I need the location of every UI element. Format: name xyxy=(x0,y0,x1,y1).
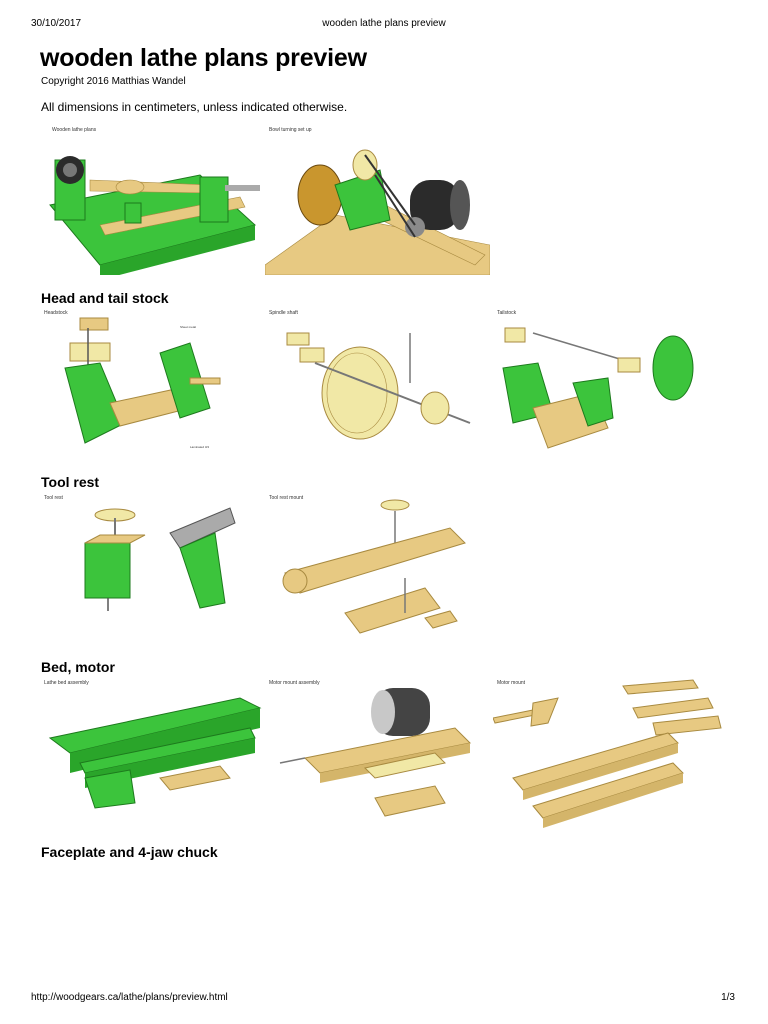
svg-text:Sheet metal: Sheet metal xyxy=(180,325,196,329)
figure-caption: Tailstock xyxy=(497,310,517,316)
figure-caption: Motor mount xyxy=(497,680,526,686)
motor-mount-assembly-figure: Motor mount assembly xyxy=(265,678,490,838)
tool-rest-figure: Tool rest xyxy=(40,493,262,653)
figure-caption: Tool rest mount xyxy=(269,495,304,501)
page-url[interactable]: http://woodgears.ca/lathe/plans/preview.… xyxy=(31,992,228,1003)
lathe-bed-figure: Lathe bed assembly xyxy=(40,678,262,838)
section-tool-rest: Tool rest xyxy=(41,474,100,490)
figure-caption: Lathe bed assembly xyxy=(44,680,89,686)
spindle-shaft-figure: Spindle shaft xyxy=(265,308,490,468)
tool-rest-mount-figure: Tool rest mount xyxy=(265,493,490,653)
copyright: Copyright 2016 Matthias Wandel xyxy=(41,76,186,87)
figure-caption: Bowl turning set up xyxy=(269,127,312,133)
section-bed-motor: Bed, motor xyxy=(41,659,115,675)
figure-caption: Tool rest xyxy=(44,495,63,501)
intro-text: All dimensions in centimeters, unless in… xyxy=(41,100,348,114)
section-faceplate-chuck: Faceplate and 4-jaw chuck xyxy=(41,844,218,860)
figure-caption: Headstock xyxy=(44,310,68,316)
figure-caption: Motor mount assembly xyxy=(269,680,320,686)
section-head-tail-stock: Head and tail stock xyxy=(41,290,169,306)
bowl-turning-figure: Bowl turning set up xyxy=(265,125,490,275)
svg-text:Laminated 3/4: Laminated 3/4 xyxy=(190,445,209,449)
page-title: wooden lathe plans preview xyxy=(40,44,367,72)
figure-caption: Spindle shaft xyxy=(269,310,298,316)
page-number: 1/3 xyxy=(721,992,735,1003)
motor-mount-figure: Motor mount xyxy=(493,678,728,838)
headstock-figure: Headstock Sheet metal Laminated 3/4 xyxy=(40,308,262,468)
tailstock-figure: Tailstock xyxy=(493,308,728,468)
figure-caption: Wooden lathe plans xyxy=(52,127,97,133)
print-date: 30/10/2017 xyxy=(31,18,82,29)
lathe-overview-figure: Wooden lathe plans xyxy=(40,125,262,275)
print-title: wooden lathe plans preview xyxy=(322,18,446,29)
